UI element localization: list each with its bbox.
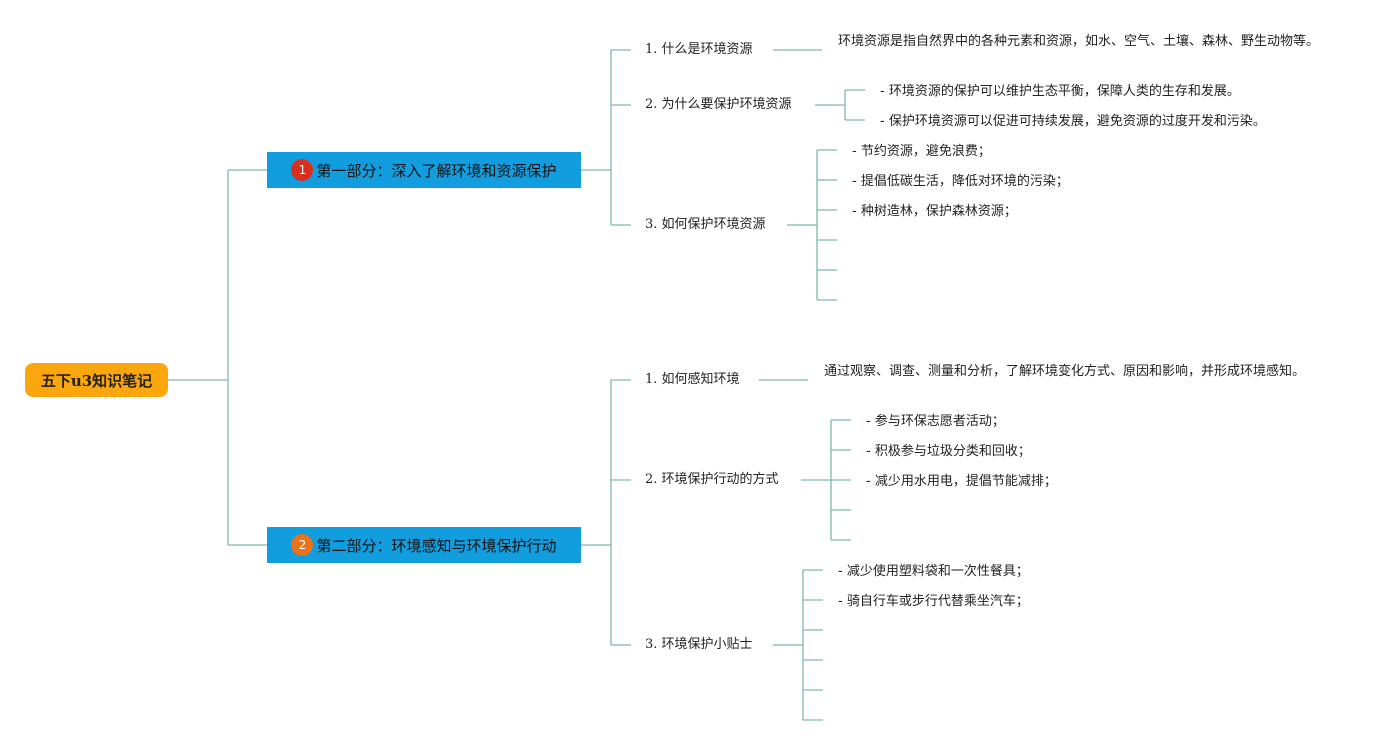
topic-what-is-env-resource[interactable]: 1. 什么是环境资源	[645, 42, 753, 57]
leaf-tip-2[interactable]: - 骑自行车或步行代替乘坐汽车；	[838, 594, 1029, 609]
topic-tips[interactable]: 3. 环境保护小贴士	[645, 637, 753, 652]
root-node[interactable]: 五下u3知识笔记	[25, 363, 168, 397]
topic-why-protect[interactable]: 2. 为什么要保护环境资源	[645, 97, 792, 112]
leaf-how-2[interactable]: - 提倡低碳生活，降低对环境的污染；	[852, 174, 1069, 189]
main-node-part-2[interactable]: 2 第二部分：环境感知与环境保护行动	[267, 527, 581, 563]
root-node-label: 五下u3知识笔记	[40, 371, 153, 390]
leaf-how-1[interactable]: - 节约资源，避免浪费；	[852, 144, 991, 159]
leaf-how-3[interactable]: - 种树造林，保护森林资源；	[852, 204, 1017, 219]
number-2-badge-icon: 2	[291, 534, 314, 556]
topic-action-ways[interactable]: 2. 环境保护行动的方式	[645, 472, 779, 487]
main-node-part-1[interactable]: 1 第一部分：深入了解环境和资源保护	[267, 152, 581, 188]
leaf-why-2[interactable]: - 保护环境资源可以促进可持续发展，避免资源的过度开发和污染。	[880, 114, 1266, 129]
main-node-label: 第一部分：深入了解环境和资源保护	[316, 161, 557, 180]
leaf-why-1[interactable]: - 环境资源的保护可以维护生态平衡，保障人类的生存和发展。	[880, 84, 1240, 99]
leaf-definition[interactable]: 环境资源是指自然界中的各种元素和资源，如水、空气、土壤、森林、野生动物等。	[838, 34, 1320, 49]
leaf-tip-1[interactable]: - 减少使用塑料袋和一次性餐具；	[838, 564, 1029, 579]
leaf-action-3[interactable]: - 减少用水用电，提倡节能减排；	[866, 474, 1057, 489]
topic-how-protect[interactable]: 3. 如何保护环境资源	[645, 217, 766, 232]
topic-how-perceive[interactable]: 1. 如何感知环境	[645, 372, 740, 387]
leaf-action-1[interactable]: - 参与环保志愿者活动；	[866, 414, 1005, 429]
main-node-label: 第二部分：环境感知与环境保护行动	[316, 536, 557, 555]
leaf-perceive[interactable]: 通过观察、调查、测量和分析，了解环境变化方式、原因和影响，并形成环境感知。	[824, 364, 1306, 379]
leaf-action-2[interactable]: - 积极参与垃圾分类和回收；	[866, 444, 1031, 459]
number-1-badge-icon: 1	[291, 159, 314, 181]
